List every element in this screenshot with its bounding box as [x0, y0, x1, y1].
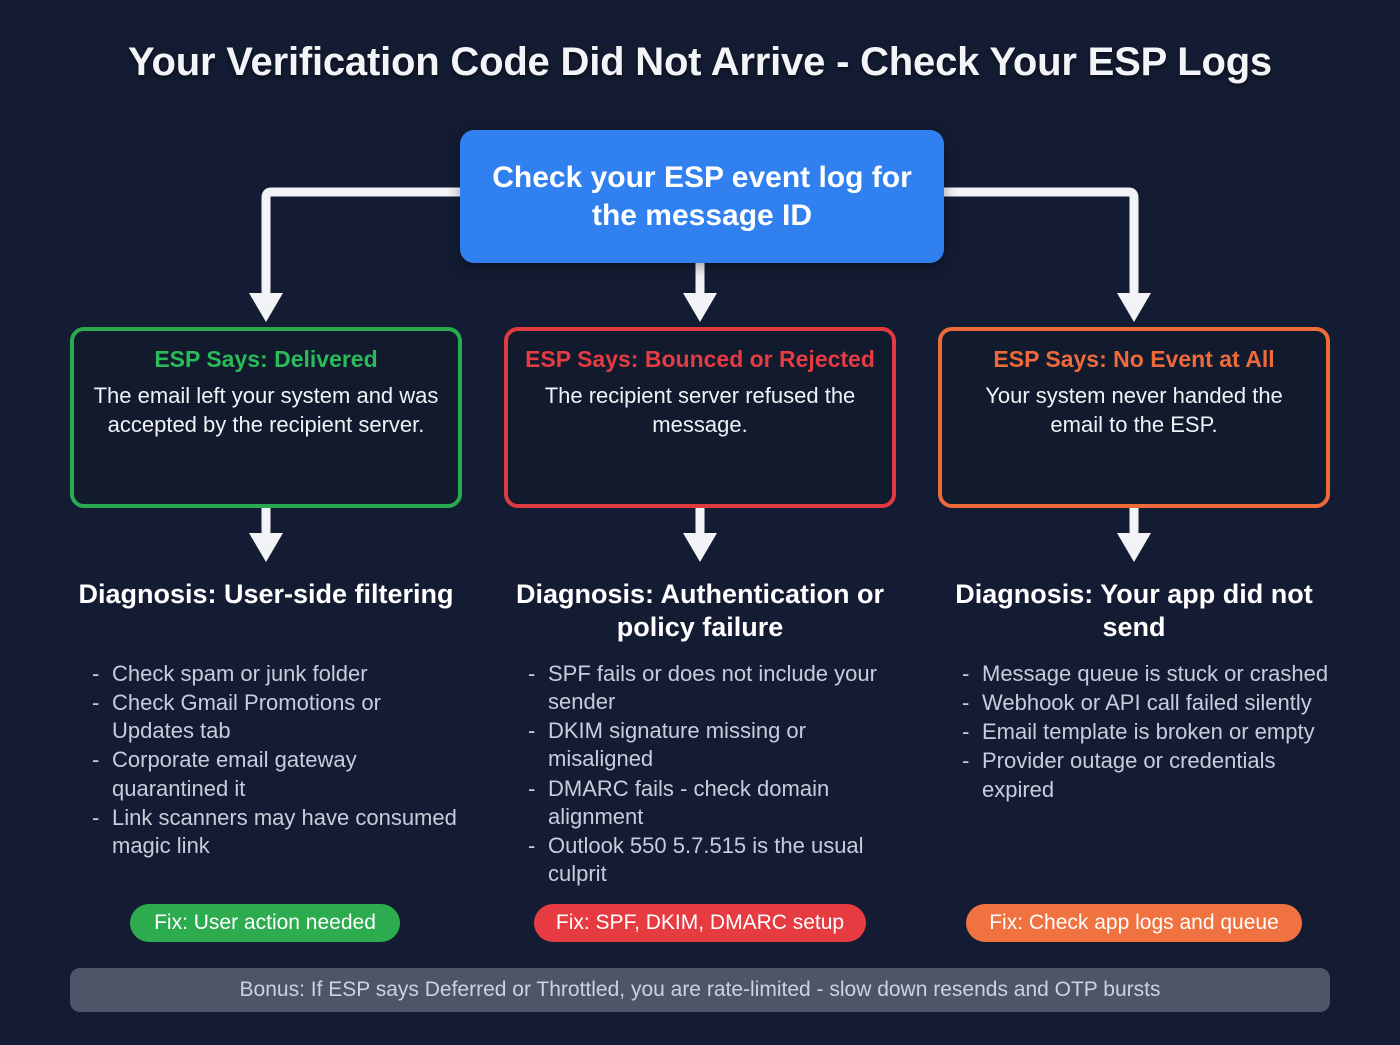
- bullet-dash-icon: -: [92, 690, 100, 716]
- root-node-esp-event-log[interactable]: Check your ESP event log for the message…: [460, 130, 944, 263]
- list-item: -Provider outage or credentials expired: [962, 747, 1332, 803]
- list-item-label: Corporate email gateway quarantined it: [112, 747, 357, 801]
- arrowhead-col3: [1117, 533, 1151, 562]
- list-item-label: Outlook 550 5.7.515 is the usual culprit: [548, 832, 864, 887]
- status-heading-bounced: ESP Says: Bounced or Rejected: [525, 346, 875, 372]
- bullet-dash-icon: -: [528, 661, 536, 686]
- list-item: -Email template is broken or empty: [962, 718, 1332, 746]
- bullet-dash-icon: -: [962, 719, 970, 745]
- list-item: -SPF fails or does not include your send…: [528, 660, 898, 716]
- status-box-bounced[interactable]: ESP Says: Bounced or Rejected The recipi…: [504, 327, 896, 508]
- bullet-dash-icon: -: [962, 690, 970, 716]
- list-item-label: Check Gmail Promotions or Updates tab: [112, 690, 381, 744]
- bullet-list-col2: -SPF fails or does not include your send…: [528, 660, 898, 889]
- status-body-no-event: Your system never handed the email to th…: [985, 383, 1283, 438]
- diagnosis-heading-col1: Diagnosis: User-side filtering: [78, 579, 454, 609]
- bullet-list-col3: -Message queue is stuck or crashed-Webho…: [962, 660, 1332, 805]
- fix-pill-label-col1: Fix: User action needed: [154, 911, 376, 934]
- bullet-dash-icon: -: [962, 661, 970, 686]
- status-heading-no-event: ESP Says: No Event at All: [993, 346, 1275, 372]
- bullet-dash-icon: -: [962, 748, 970, 774]
- fix-pill-col2[interactable]: Fix: SPF, DKIM, DMARC setup: [534, 904, 866, 942]
- list-item-label: Link scanners may have consumed magic li…: [112, 804, 457, 858]
- bullet-dash-icon: -: [92, 804, 100, 830]
- list-item-label: Check spam or junk folder: [112, 661, 368, 686]
- bullet-dash-icon: -: [528, 775, 536, 801]
- status-body-delivered: The email left your system and was accep…: [93, 383, 439, 438]
- arrowhead-left: [249, 293, 283, 322]
- list-item: -Webhook or API call failed silently: [962, 689, 1332, 717]
- list-item: -DKIM signature missing or misaligned: [528, 717, 898, 773]
- arrowhead-center: [683, 293, 717, 322]
- list-item-label: Provider outage or credentials expired: [982, 748, 1276, 802]
- list-item-label: Message queue is stuck or crashed: [982, 661, 1329, 686]
- bonus-note-bar: Bonus: If ESP says Deferred or Throttled…: [70, 968, 1330, 1012]
- list-item-label: DKIM signature missing or misaligned: [548, 718, 806, 772]
- fix-pill-label-col3: Fix: Check app logs and queue: [989, 911, 1279, 934]
- wire-right: [939, 187, 1139, 297]
- bonus-note-text: Bonus: If ESP says Deferred or Throttled…: [239, 978, 1161, 1001]
- list-item: -Check Gmail Promotions or Updates tab: [92, 689, 462, 745]
- list-item-label: Email template is broken or empty: [982, 719, 1315, 745]
- list-item: -Link scanners may have consumed magic l…: [92, 804, 462, 860]
- fix-pill-col1[interactable]: Fix: User action needed: [130, 904, 400, 942]
- list-item: -DMARC fails - check domain alignment: [528, 775, 898, 831]
- wire-left: [261, 187, 465, 297]
- bullet-dash-icon: -: [528, 832, 536, 858]
- list-item: -Outlook 550 5.7.515 is the usual culpri…: [528, 832, 898, 888]
- list-item: -Corporate email gateway quarantined it: [92, 746, 462, 802]
- list-item-label: DMARC fails - check domain alignment: [548, 775, 830, 829]
- bullet-dash-icon: -: [92, 747, 100, 773]
- bullet-dash-icon: -: [92, 661, 100, 686]
- status-body-bounced: The recipient server refused the message…: [544, 383, 856, 438]
- diagnosis-heading-col3: Diagnosis: Your app did not send: [955, 579, 1313, 642]
- list-item-label: Webhook or API call failed silently: [982, 690, 1312, 716]
- status-box-no-event[interactable]: ESP Says: No Event at All Your system ne…: [938, 327, 1330, 508]
- fix-pill-col3[interactable]: Fix: Check app logs and queue: [966, 904, 1302, 942]
- root-node-label: Check your ESP event log for the message…: [492, 161, 912, 232]
- list-item: -Check spam or junk folder: [92, 660, 462, 688]
- fix-pill-label-col2: Fix: SPF, DKIM, DMARC setup: [555, 911, 845, 934]
- bullet-dash-icon: -: [528, 718, 536, 744]
- status-box-delivered[interactable]: ESP Says: Delivered The email left your …: [70, 327, 462, 508]
- status-heading-delivered: ESP Says: Delivered: [154, 346, 378, 372]
- page-title: Your Verification Code Did Not Arrive - …: [128, 40, 1272, 84]
- arrowhead-right: [1117, 293, 1151, 322]
- arrowhead-col1: [249, 533, 283, 562]
- list-item: -Message queue is stuck or crashed: [962, 660, 1332, 688]
- arrowhead-col2: [683, 533, 717, 562]
- diagnosis-heading-col2: Diagnosis: Authentication or policy fail…: [515, 579, 884, 642]
- list-item-label: SPF fails or does not include your sende…: [548, 661, 877, 715]
- bullet-list-col1: -Check spam or junk folder-Check Gmail P…: [92, 660, 462, 861]
